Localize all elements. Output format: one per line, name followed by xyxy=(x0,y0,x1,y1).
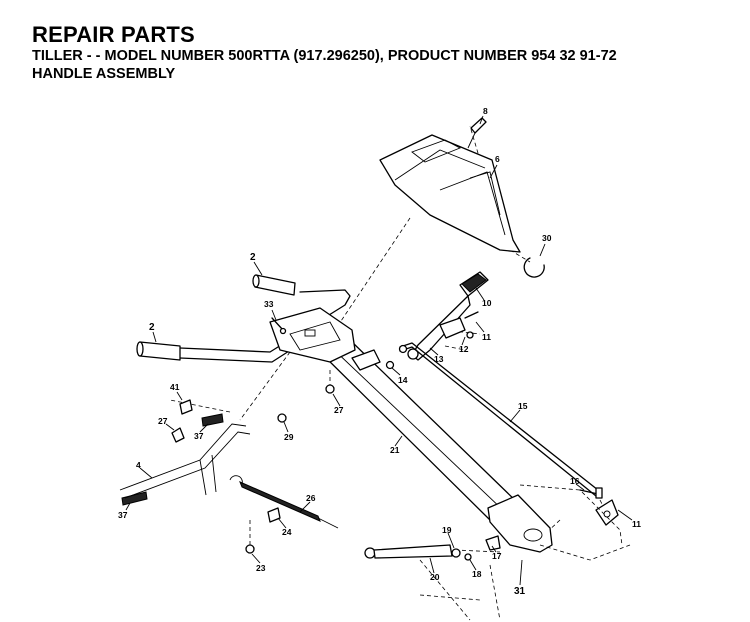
callout-33: 33 xyxy=(264,299,274,309)
callout-11: 11 xyxy=(482,332,491,342)
callout-31: 31 xyxy=(514,586,526,597)
callout-10: 10 xyxy=(482,298,492,308)
callout-8: 8 xyxy=(483,106,488,116)
bolt-33 xyxy=(271,317,287,335)
callout-37: 37 xyxy=(118,510,128,520)
callout-labels: 8 6 30 2 10 33 2 11 12 13 14 41 15 27 27… xyxy=(118,106,641,597)
callout-26: 26 xyxy=(306,493,316,503)
callout-17: 17 xyxy=(492,551,502,561)
spring-37-upper xyxy=(201,413,224,427)
callout-20: 20 xyxy=(430,572,440,582)
clip-30 xyxy=(523,257,545,278)
clutch-lever xyxy=(407,271,489,361)
washers-11-12 xyxy=(464,311,479,339)
grip-right xyxy=(252,274,296,296)
callout-21: 21 xyxy=(390,445,400,455)
callout-11: 11 xyxy=(632,519,641,529)
handle-tube xyxy=(317,341,553,553)
leader-lines xyxy=(125,115,633,586)
callout-30: 30 xyxy=(542,233,552,243)
callout-6: 6 xyxy=(495,154,500,164)
control-cable xyxy=(229,475,339,529)
callout-37: 37 xyxy=(194,431,204,441)
bolt-16 xyxy=(579,487,603,499)
section-title: HANDLE ASSEMBLY xyxy=(32,66,176,82)
callout-2: 2 xyxy=(250,252,256,263)
page-title: REPAIR PARTS xyxy=(32,22,195,47)
screw-8 xyxy=(467,117,487,149)
console-panel xyxy=(379,134,521,253)
lower-bracket xyxy=(119,423,251,499)
bracket-11 xyxy=(595,499,619,526)
callout-4: 4 xyxy=(136,460,141,470)
assembly-guide-lines xyxy=(169,125,611,553)
model-subtitle: TILLER - - MODEL NUMBER 500RTTA (917.296… xyxy=(32,48,617,64)
handlebar xyxy=(179,289,356,363)
small-hardware xyxy=(171,360,501,561)
callout-27: 27 xyxy=(158,416,168,426)
grip-left xyxy=(136,341,181,361)
callout-41: 41 xyxy=(170,382,180,392)
callout-29: 29 xyxy=(284,432,294,442)
callout-15: 15 xyxy=(518,401,528,411)
tiller-body-outline xyxy=(419,484,631,621)
callout-18: 18 xyxy=(472,569,482,579)
callout-19: 19 xyxy=(442,525,452,535)
callout-16: 16 xyxy=(570,476,580,486)
spring-37-lower xyxy=(121,491,148,506)
callout-12: 12 xyxy=(459,344,469,354)
control-rod xyxy=(398,342,599,497)
lower-lever xyxy=(364,544,453,559)
callout-23: 23 xyxy=(256,563,266,573)
callout-2: 2 xyxy=(149,322,155,333)
callout-13: 13 xyxy=(434,354,444,364)
callout-27: 27 xyxy=(334,405,344,415)
callout-24: 24 xyxy=(282,527,292,537)
callout-14: 14 xyxy=(398,375,408,385)
